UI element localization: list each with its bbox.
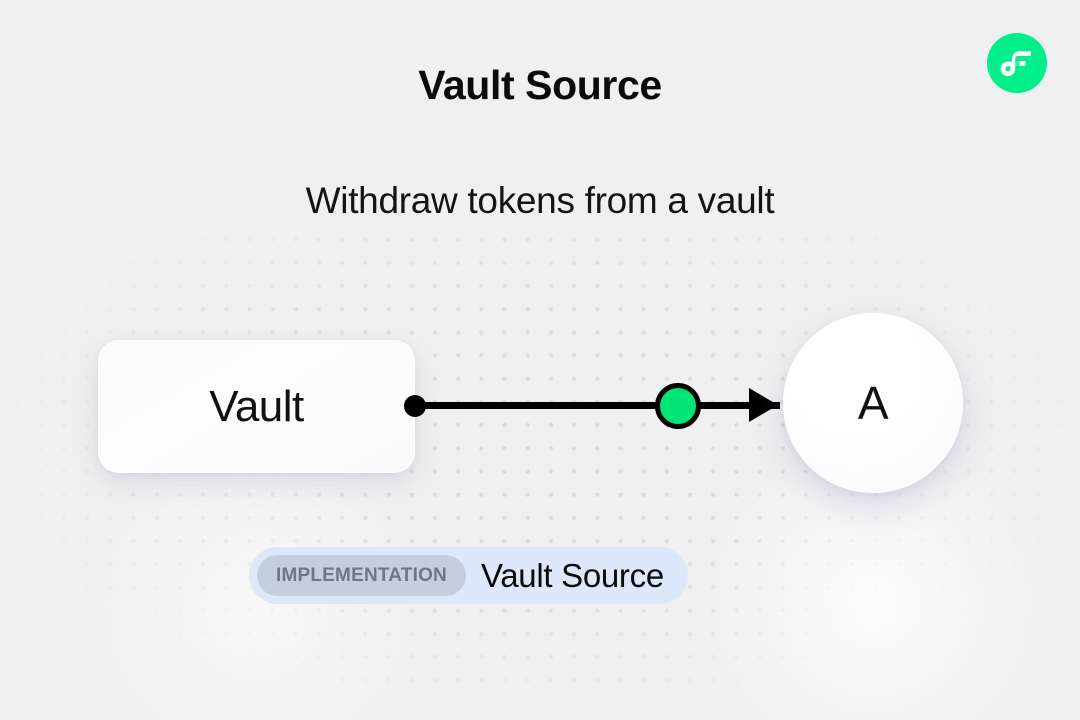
- implementation-tag: IMPLEMENTATION: [257, 555, 466, 596]
- implementation-name: Vault Source: [480, 556, 664, 594]
- flow-logo-icon: [1000, 46, 1034, 80]
- brand-badge: [987, 33, 1047, 93]
- node-a[interactable]: A: [783, 313, 963, 493]
- edge-midpoint-handle[interactable]: [655, 383, 701, 429]
- node-a-label: A: [857, 377, 889, 429]
- implementation-badge[interactable]: IMPLEMENTATION Vault Source: [249, 547, 688, 604]
- page-title: Vault Source: [418, 62, 662, 108]
- node-vault[interactable]: Vault: [98, 340, 415, 473]
- node-vault-label: Vault: [209, 381, 304, 431]
- page-subtitle: Withdraw tokens from a vault: [305, 180, 775, 221]
- edge-arrowhead-icon: [749, 388, 778, 422]
- edge-line[interactable]: [415, 402, 780, 409]
